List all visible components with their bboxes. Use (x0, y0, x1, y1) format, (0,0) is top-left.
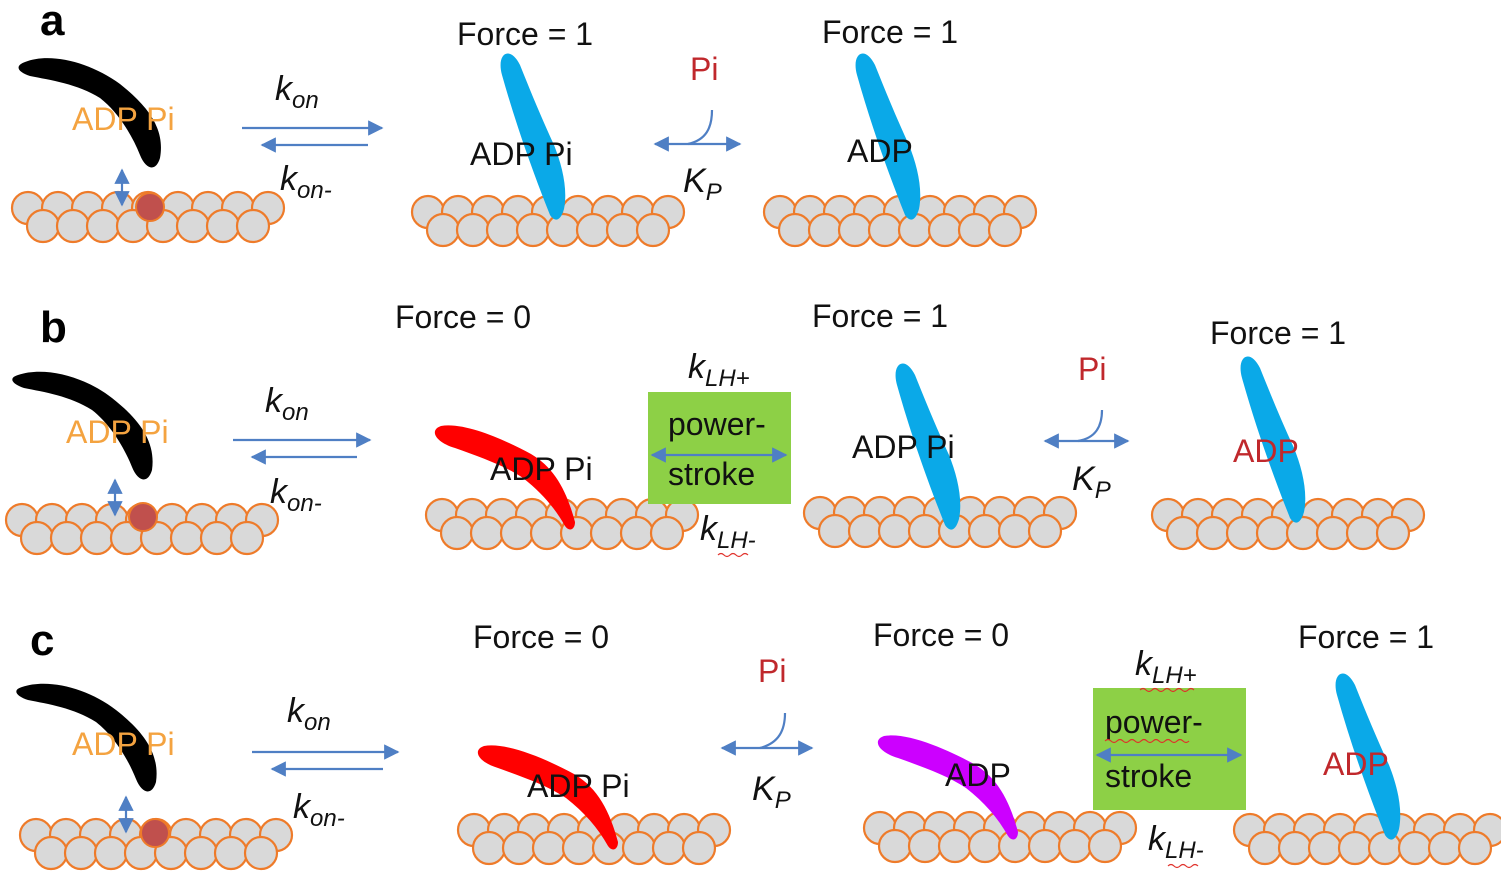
panel-a: a ADP Pi kon kon- Force = 1 ADP Pi Pi (10, 0, 1038, 248)
reverse-rate-label: kon- (270, 473, 322, 517)
state-c3: Force = 0 ADP (862, 617, 1138, 864)
detached-myosin-head (12, 371, 153, 480)
nucleotide-label: ADP Pi (852, 429, 955, 465)
forward-rate-label: kon (275, 70, 319, 114)
state-c4: Force = 1 ADP (1232, 619, 1501, 866)
force-label: Force = 0 (473, 619, 609, 655)
state-b2: Force = 0 ADP Pi (395, 299, 700, 551)
box-text-line1: power- (1105, 704, 1203, 740)
equilibrium-constant-label: KP (1072, 460, 1111, 504)
state-b4: Force = 1 ADP (1150, 315, 1426, 551)
forward-rate-label: kon (287, 692, 331, 736)
reverse-rate-label: kon- (293, 788, 345, 832)
released-phosphate-label: Pi (758, 653, 786, 689)
box-text-line1: power- (668, 406, 766, 442)
force-label: Force = 1 (457, 16, 593, 52)
state-c2: Force = 0 ADP Pi (456, 619, 732, 866)
nucleotide-label: ADP Pi (72, 101, 175, 137)
panel-letter-c: c (30, 616, 54, 665)
released-phosphate-label: Pi (1078, 351, 1106, 387)
actin-filament (762, 194, 1038, 248)
nucleotide-label: ADP (1233, 433, 1299, 469)
binding-site (135, 192, 165, 222)
transition-binding: kon kon- (242, 70, 384, 204)
state-a2: Force = 1 ADP Pi (410, 16, 686, 248)
nucleotide-label: ADP (945, 757, 1011, 793)
force-label: Force = 1 (1298, 619, 1434, 655)
nucleotide-label: ADP Pi (72, 726, 175, 762)
transition-powerstroke: power- stroke kLH+ kLH- (648, 348, 791, 558)
box-text-line2: stroke (1105, 758, 1192, 794)
spellcheck-underline (1139, 687, 1195, 693)
panel-letter-a: a (40, 0, 65, 45)
nucleotide-label: ADP Pi (527, 768, 630, 804)
nucleotide-label: ADP Pi (66, 414, 169, 450)
state-b3: Force = 1 ADP Pi (802, 298, 1078, 549)
nucleotide-label: ADP Pi (470, 136, 573, 172)
forward-rate-label: kLH+ (688, 348, 750, 392)
transition-pi-release: Pi KP (720, 653, 814, 814)
release-curve (1077, 409, 1104, 443)
state-a1: ADP Pi (10, 58, 286, 244)
transition-binding: kon kon- (233, 382, 372, 517)
force-label: Force = 1 (822, 14, 958, 50)
equilibrium-constant-label: KP (683, 162, 722, 206)
detached-myosin-head (18, 58, 161, 168)
binding-site (140, 818, 170, 848)
force-label: Force = 1 (1210, 315, 1346, 351)
binding-site (128, 502, 158, 532)
spellcheck-underline (1167, 863, 1199, 869)
actin-filament (1232, 812, 1501, 866)
reverse-rate-label: kon- (280, 160, 332, 204)
equilibrium-constant-label: KP (752, 770, 791, 814)
release-curve (687, 109, 714, 146)
spellcheck-underline (1104, 738, 1190, 744)
reverse-rate-label: kLH- (700, 510, 756, 554)
state-b1: ADP Pi (4, 371, 280, 556)
transition-pi-release: Pi KP (1043, 351, 1130, 504)
panel-letter-b: b (40, 303, 67, 352)
transition-powerstroke: power- stroke kLH+ kLH- (1093, 645, 1246, 869)
forward-rate-label: kLH+ (1135, 645, 1197, 689)
force-label: Force = 1 (812, 298, 948, 334)
spellcheck-underline (717, 552, 749, 558)
panel-c: c ADP Pi kon kon- Force = 0 ADP Pi Pi (16, 616, 1501, 871)
detached-myosin-head (16, 683, 157, 792)
released-phosphate-label: Pi (690, 51, 718, 87)
reverse-rate-label: kLH- (1148, 820, 1204, 864)
transition-binding: kon kon- (252, 692, 400, 832)
state-c1: ADP Pi (16, 683, 294, 871)
box-text-line2: stroke (668, 456, 755, 492)
force-label: Force = 0 (395, 299, 531, 335)
nucleotide-label: ADP (1323, 746, 1389, 782)
forward-rate-label: kon (265, 382, 309, 426)
nucleotide-label: ADP Pi (490, 451, 593, 487)
nucleotide-label: ADP (847, 133, 913, 169)
panel-b: b ADP Pi kon kon- Force = 0 ADP Pi power… (4, 298, 1426, 558)
transition-pi-release: Pi KP (653, 51, 742, 206)
force-label: Force = 0 (873, 617, 1009, 653)
release-curve (759, 712, 787, 750)
state-a3: Force = 1 ADP (762, 14, 1038, 248)
